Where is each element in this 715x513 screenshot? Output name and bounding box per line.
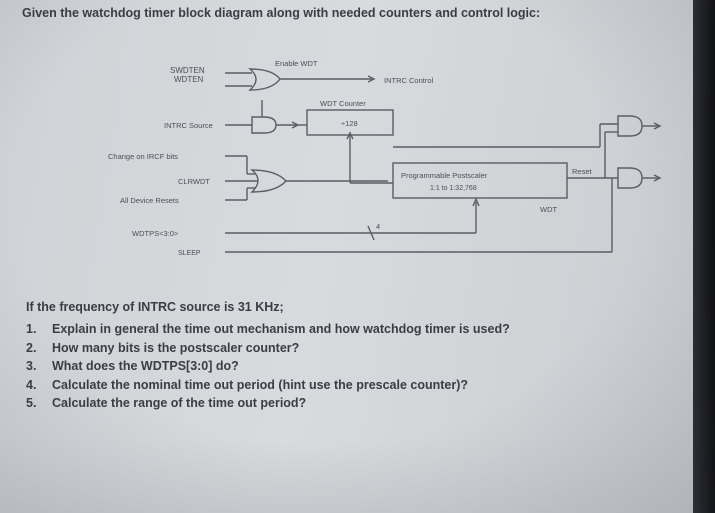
page-bottom-fade [0, 440, 690, 513]
label-postscaler-range: 1:1 to 1:32,768 [430, 185, 477, 192]
label-change-on-ircf: Change on IRCF bits [108, 152, 178, 161]
question-item: 3.What does the WDTPS[3:0] do? [26, 359, 239, 373]
photo-dark-edge [693, 0, 715, 513]
and-gate-reset [617, 167, 643, 189]
label-wdt: WDT [540, 205, 557, 214]
or-gate-enable [248, 68, 281, 91]
label-wdt-counter: WDT Counter [320, 99, 366, 108]
label-intrc-source: INTRC Source [164, 121, 213, 130]
and-gate-wake [617, 115, 643, 137]
question-list: 1.Explain in general the time out mechan… [26, 322, 510, 415]
question-item: 2.How many bits is the postscaler counte… [26, 340, 300, 355]
label-reset: Reset [572, 167, 593, 176]
label-wdten: WDTEN [174, 75, 204, 84]
watchdog-block-diagram: SWDTEN WDTEN Enable WDT INTRC Control WD… [108, 59, 662, 257]
problem-intro: If the frequency of INTRC source is 31 K… [26, 300, 284, 314]
problem-heading: Given the watchdog timer block diagram a… [22, 6, 541, 20]
and-gate-intrc [251, 116, 277, 134]
question-item: 5.Calculate the range of the time out pe… [26, 396, 307, 410]
label-wdtps: WDTPS<3:0> [132, 229, 179, 238]
label-sleep: SLEEP [178, 250, 201, 257]
label-intrc-control: INTRC Control [384, 76, 434, 85]
label-enable-wdt: Enable WDT [275, 59, 318, 68]
label-swdten: SWDTEN [170, 66, 205, 75]
label-clrwdt: CLRWDT [178, 177, 210, 186]
postscaler-box [392, 162, 568, 199]
label-div128: ÷128 [341, 119, 358, 128]
label-all-device-resets: All Device Resets [120, 196, 179, 205]
question-item: 4.Calculate the nominal time out period … [26, 377, 469, 392]
question-item: 1.Explain in general the time out mechan… [26, 322, 510, 336]
label-bus-width: 4 [376, 222, 380, 231]
label-postscaler-title: Programmable Postscaler [401, 171, 488, 180]
